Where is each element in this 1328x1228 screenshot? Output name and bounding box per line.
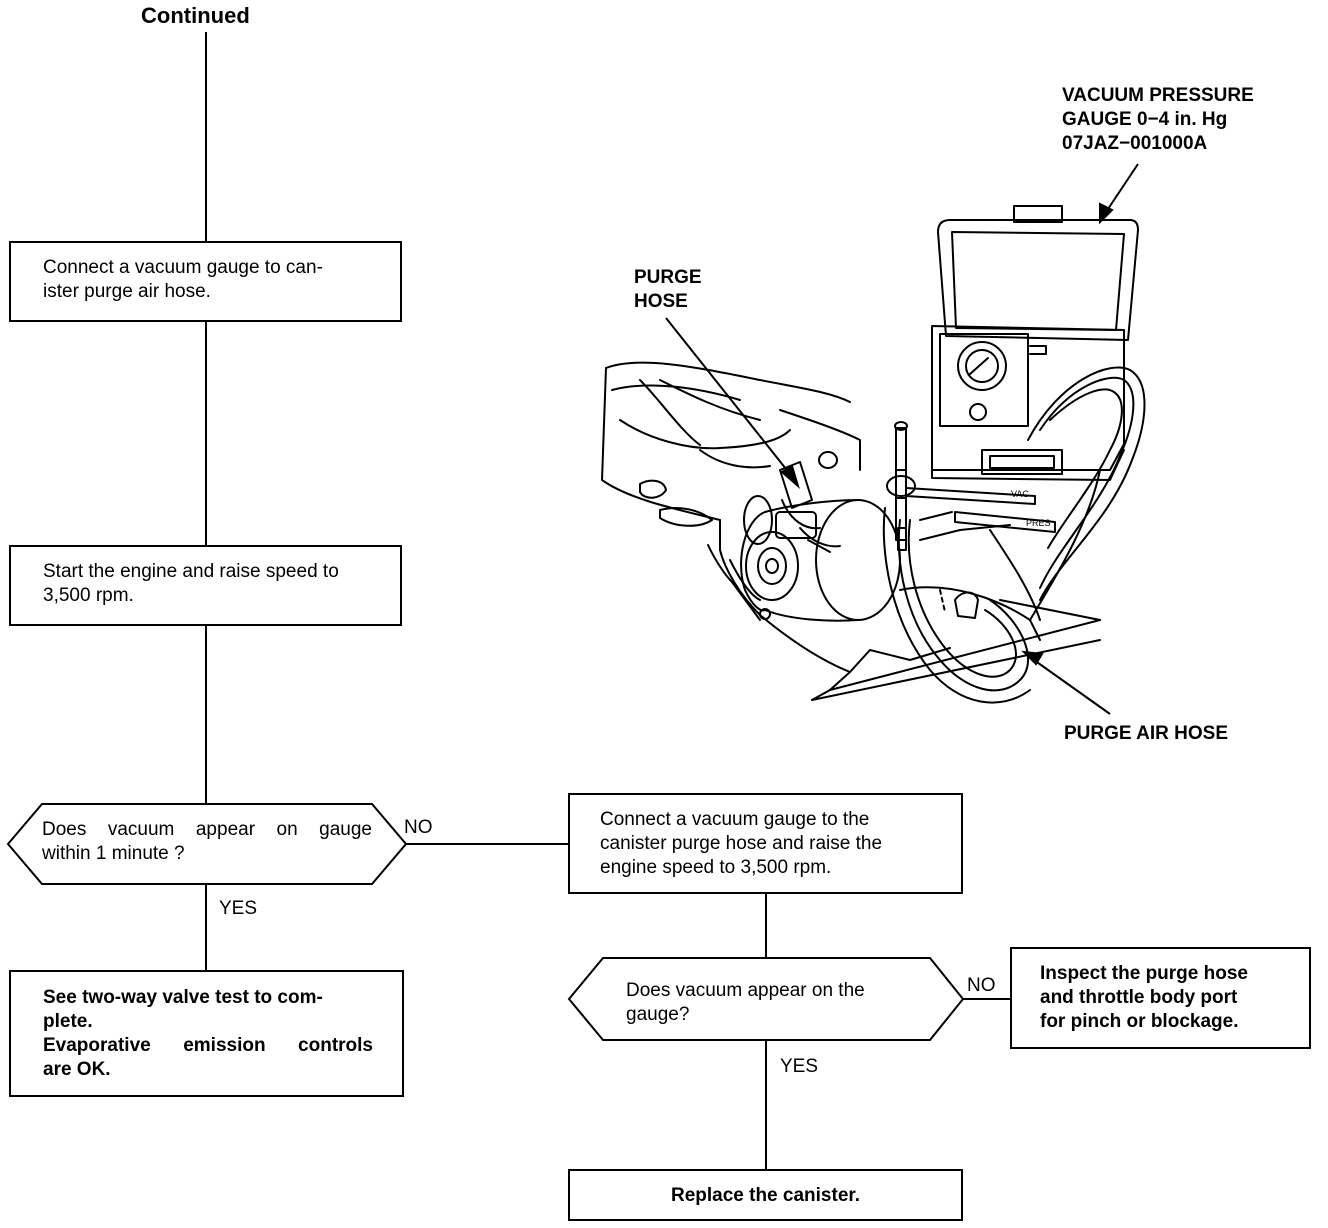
canister-body-icon (815, 499, 901, 621)
vac-port-label: VAC (1011, 489, 1029, 499)
step-see-two-way-valve-line1: See two-way valve test to com- (43, 987, 323, 1008)
step-see-two-way-valve-line3: Evaporative emission controls (43, 1035, 373, 1056)
callout-arrows (665, 163, 1139, 715)
gauge-callout-line (1105, 163, 1139, 213)
gauge-label-line2: GAUGE 0−4 in. Hg (1062, 109, 1228, 130)
step-connect-air-hose-line1: Connect a vacuum gauge to can- (43, 257, 323, 278)
step-inspect-purge-hose-box: Inspect the purge hose and throttle body… (1010, 947, 1311, 1049)
purge-hose-callout-line (665, 317, 791, 475)
branch-yes-label-1: YES (219, 898, 258, 919)
pres-port-label: PRES (1026, 518, 1051, 528)
step-inspect-purge-hose-line1: Inspect the purge hose (1040, 963, 1248, 984)
decision-shape-1 (6, 803, 408, 885)
gauge-label-line3: 07JAZ−001000A (1062, 133, 1208, 154)
branch-no-label-1: NO (404, 817, 433, 838)
purge-air-hose-callout-arrowhead (1021, 650, 1044, 666)
gauge-case-lid-icon (937, 219, 1139, 341)
step-connect-purge-hose-box: Connect a vacuum gauge to the canister p… (568, 793, 963, 894)
gauge-label-line1: VACUUM PRESSURE (1062, 85, 1254, 106)
decision-vacuum-1-minute-line2: within 1 minute ? (42, 843, 185, 864)
step-inspect-purge-hose-line2: and throttle body port (1040, 987, 1238, 1008)
vac-hose-icon (905, 487, 1036, 505)
step-connect-purge-hose-line2: canister purge hose and raise the (600, 833, 883, 854)
step-see-two-way-valve-line4: are OK. (43, 1059, 111, 1080)
flow-connectors (205, 32, 1011, 1170)
purge-air-hose-callout-line (1033, 659, 1111, 715)
step-replace-canister-box: Replace the canister. (568, 1169, 963, 1221)
gauge-dial-icon (957, 341, 1007, 391)
step-inspect-purge-hose-line3: for pinch or blockage. (1040, 1011, 1239, 1032)
purge-hose-label-line2: HOSE (634, 291, 688, 312)
step-connect-air-hose-line2: ister purge air hose. (43, 281, 211, 302)
step-see-two-way-valve-line2: plete. (43, 1011, 93, 1032)
step-start-engine-line2: 3,500 rpm. (43, 585, 134, 606)
continued-heading: Continued (141, 3, 250, 28)
gauge-callout-arrowhead (1099, 202, 1114, 225)
step-connect-purge-hose-line3: engine speed to 3,500 rpm. (600, 857, 832, 878)
step-start-engine-box: Start the engine and raise speed to 3,50… (9, 545, 402, 626)
step-see-two-way-valve-box: See two-way valve test to com- plete. Ev… (9, 970, 404, 1097)
decision-vacuum-on-gauge-line1: Does vacuum appear on the (626, 980, 865, 1001)
decision-vacuum-1-minute-line1: Does vacuum appear on gauge (42, 819, 372, 840)
decision-shape-2 (567, 957, 965, 1041)
purge-air-hose-label: PURGE AIR HOSE (1064, 723, 1228, 744)
step-connect-purge-hose-line1: Connect a vacuum gauge to the (600, 809, 870, 830)
step-start-engine-line1: Start the engine and raise speed to (43, 561, 339, 582)
purge-hose-callout-arrowhead (780, 464, 800, 490)
engine-illustration (601, 205, 1146, 704)
branch-yes-label-2: YES (780, 1056, 819, 1077)
branch-no-label-2: NO (967, 975, 996, 996)
step-replace-canister-text: Replace the canister. (670, 1185, 861, 1206)
step-connect-air-hose-box: Connect a vacuum gauge to can- ister pur… (9, 241, 402, 322)
purge-hose-label-line1: PURGE (634, 267, 702, 288)
decision-vacuum-on-gauge-line2: gauge? (626, 1004, 690, 1025)
gauge-case-body-icon (931, 325, 1125, 471)
pres-hose-icon (954, 511, 1056, 533)
